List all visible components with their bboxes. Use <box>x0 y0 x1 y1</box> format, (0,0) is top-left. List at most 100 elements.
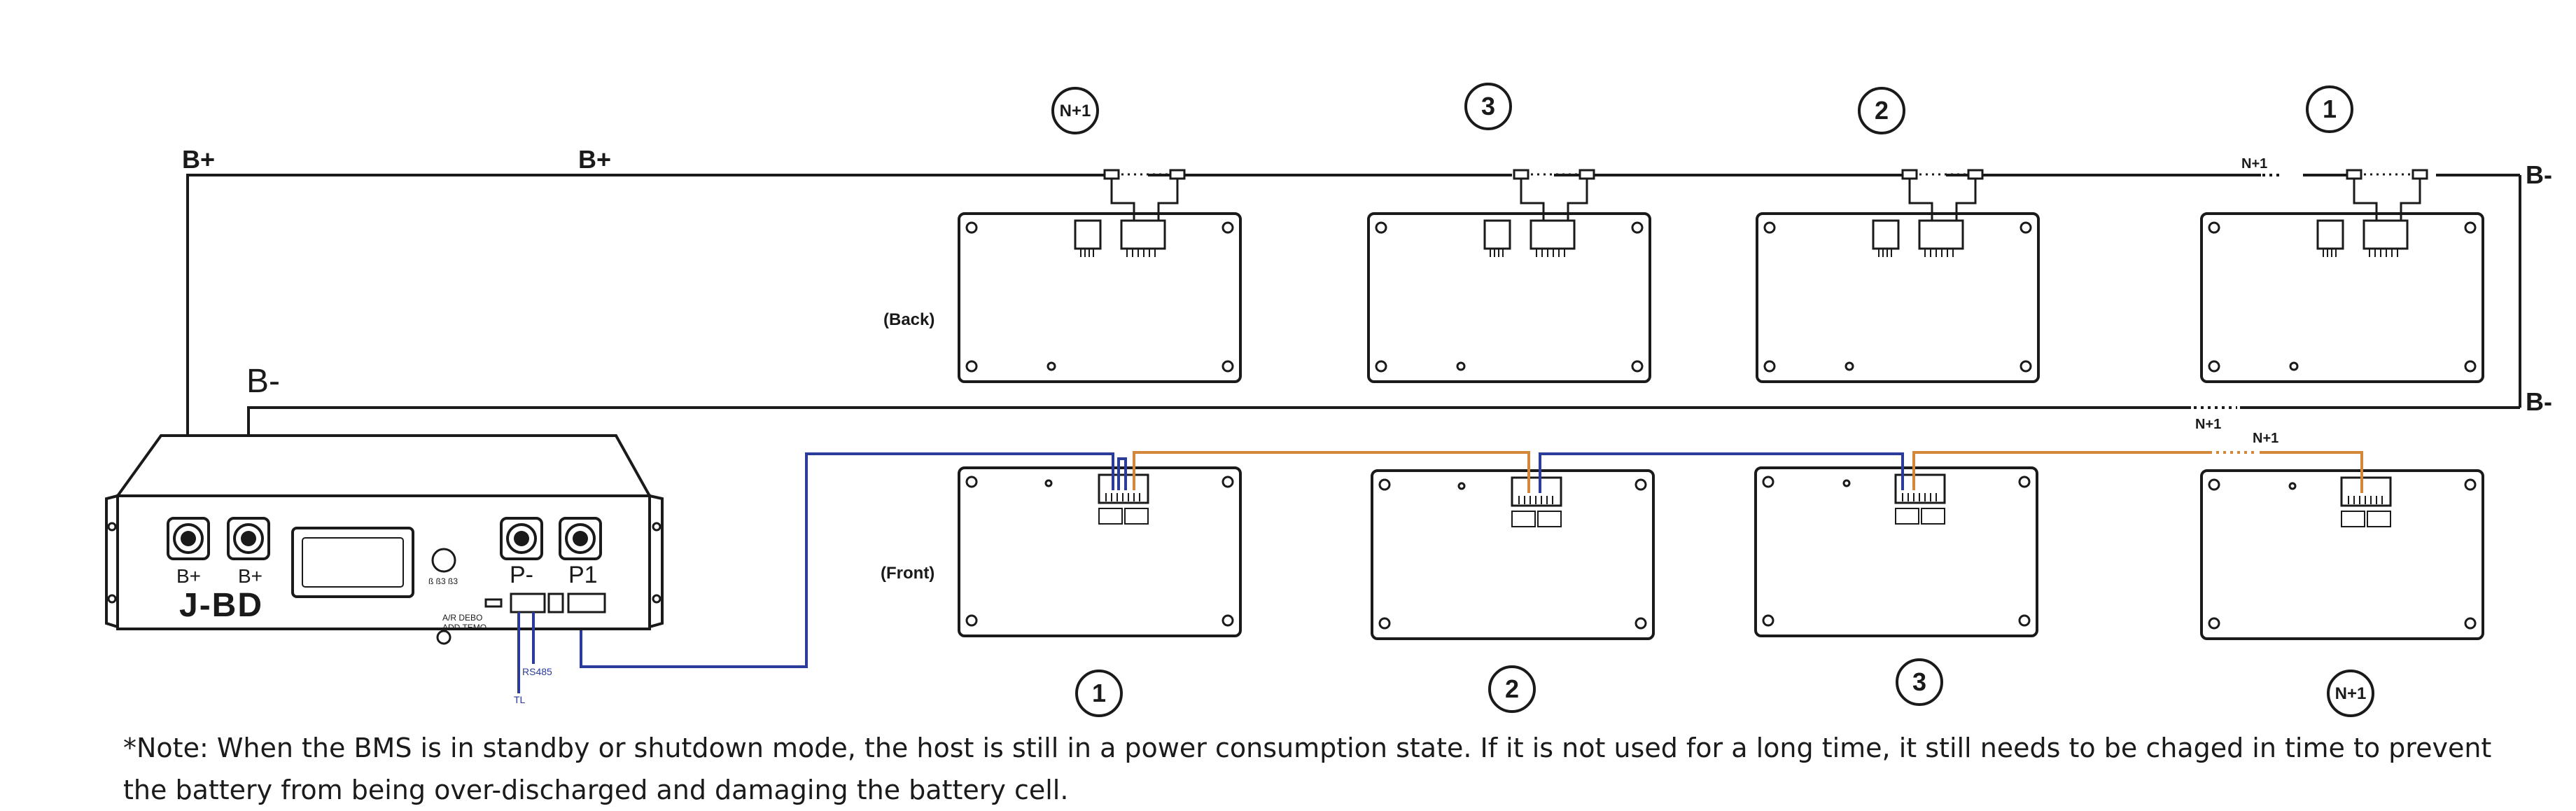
terminal-left <box>1901 169 1918 180</box>
mount-hole <box>2464 360 2477 373</box>
front-pack-3 <box>1754 466 2038 637</box>
label-n1-top: N+1 <box>2241 156 2267 172</box>
mount-hole <box>2208 221 2220 234</box>
front-row-badges <box>1075 658 2374 717</box>
n1-gap-dots <box>2194 174 2279 409</box>
bms-wire-label-rs485: RS485 <box>522 666 552 677</box>
pack-body <box>1756 212 2040 383</box>
orange-wire-to-pack-n1 <box>2260 451 2363 493</box>
mount-hole <box>965 360 978 373</box>
badge-back-2 <box>1858 87 1905 134</box>
back-pack-1 <box>2200 169 2484 383</box>
bms-label-b-plus-2: B+ <box>238 565 262 587</box>
port-block-left <box>1483 219 1511 250</box>
screw <box>1046 361 1056 371</box>
lead-right <box>1157 179 1179 221</box>
lead-left <box>2353 179 2378 221</box>
comm-port-sub-a <box>1511 511 1536 527</box>
footnote: *Note: When the BMS is in standby or shu… <box>123 733 2492 805</box>
pack-body <box>1754 466 2038 637</box>
badge-back-3 <box>1464 83 1512 130</box>
label-b-plus-mid: B+ <box>578 145 611 174</box>
label-n1-middle: N+1 <box>2195 417 2221 432</box>
blue-wire-pack2-pack3 <box>1539 452 1904 493</box>
mount-hole <box>1763 360 1776 373</box>
terminal-p-minus <box>500 517 543 560</box>
badge-front-n1 <box>2327 670 2374 717</box>
port-block-right <box>1918 219 1964 250</box>
rs485-port-b <box>547 592 564 614</box>
lead-right <box>1567 179 1588 221</box>
mount-hole <box>1375 360 1387 373</box>
mount-hole <box>1222 360 1234 373</box>
mount-hole <box>1763 221 1776 234</box>
badge-texts: N+1 3 2 1 1 2 3 N+1 <box>1060 92 2367 707</box>
badge-back-3-text: 3 <box>1481 92 1495 120</box>
lead-left <box>1110 179 1135 221</box>
mount-hole <box>1634 478 1647 491</box>
label-b-plus-left: B+ <box>182 145 215 174</box>
pack-body <box>1371 469 1655 640</box>
lead-left <box>1520 179 1545 221</box>
bms-brand-logo: J-BD <box>179 587 263 624</box>
blue-wire-bms-to-pack1 <box>580 452 1114 668</box>
rack-ear-right <box>648 494 664 629</box>
lead-right <box>2400 179 2421 221</box>
blue-wire-bms-to-pack1-b <box>1117 457 1127 490</box>
screw <box>1844 361 1854 371</box>
front-pack-2 <box>1371 469 1655 640</box>
mount-hole <box>965 476 978 488</box>
port-block-right <box>2362 219 2409 250</box>
terminal-b-plus-1 <box>167 517 210 560</box>
mount-hole <box>1631 221 1644 234</box>
comm-port-sub-a <box>1098 508 1123 525</box>
mount-hole <box>1762 614 1774 627</box>
b-plus-bus <box>186 174 1106 518</box>
comm-port-c <box>567 592 606 614</box>
terminal-right <box>2412 169 2428 180</box>
terminal-p1 <box>559 517 602 560</box>
indicator-led <box>436 630 451 645</box>
mount-hole <box>2208 360 2220 373</box>
mount-hole <box>1631 360 1644 373</box>
screw <box>2289 361 2299 371</box>
pack-body <box>1367 212 1651 383</box>
bms-label-p-minus: P- <box>510 562 533 588</box>
badge-front-2 <box>1488 665 1536 713</box>
chassis-top <box>115 434 652 497</box>
badge-back-n1 <box>1051 87 1099 134</box>
mount-hole <box>2464 478 2477 491</box>
label-front: (Front) <box>881 564 934 583</box>
badge-front-1 <box>1075 670 1123 717</box>
back-row <box>958 169 2484 383</box>
badge-back-n1-text: N+1 <box>1060 102 1091 120</box>
back-row-badges <box>1051 83 2353 134</box>
mount-hole <box>2018 476 2031 488</box>
badge-back-1 <box>2306 85 2353 133</box>
screw <box>1457 482 1466 490</box>
screw <box>2288 482 2297 490</box>
labels: B+ B+ B- B- B- N+1 N+1 N+1 (Back) (Front… <box>176 145 2552 705</box>
orange-wire-pack1-pack2 <box>1133 451 1530 493</box>
mount-hole <box>2464 221 2477 234</box>
terminal-left <box>1513 169 1530 180</box>
back-pack-2 <box>1756 169 2040 383</box>
port-block-left <box>1074 219 1102 250</box>
pack-body <box>2200 212 2484 383</box>
mount-hole <box>2019 360 2032 373</box>
bms-small-text-1: ß ß3 ß3 <box>428 576 458 586</box>
label-b-minus-left: B- <box>246 363 280 400</box>
bms-label-b-plus-1: B+ <box>176 565 201 587</box>
mount-hole <box>1222 221 1234 234</box>
comm-port-sub-b <box>1124 508 1149 525</box>
mount-hole <box>1222 476 1234 488</box>
comm-port-block <box>2340 476 2392 507</box>
mount-hole <box>1762 476 1774 488</box>
port-block-left <box>2316 219 2344 250</box>
mount-hole <box>2019 221 2032 234</box>
orange-wire-pack3-out <box>1912 451 2212 490</box>
comm-port-sub-b <box>2367 511 2391 527</box>
comm-port-sub-a <box>2341 511 2365 527</box>
port-block-left <box>1872 219 1900 250</box>
